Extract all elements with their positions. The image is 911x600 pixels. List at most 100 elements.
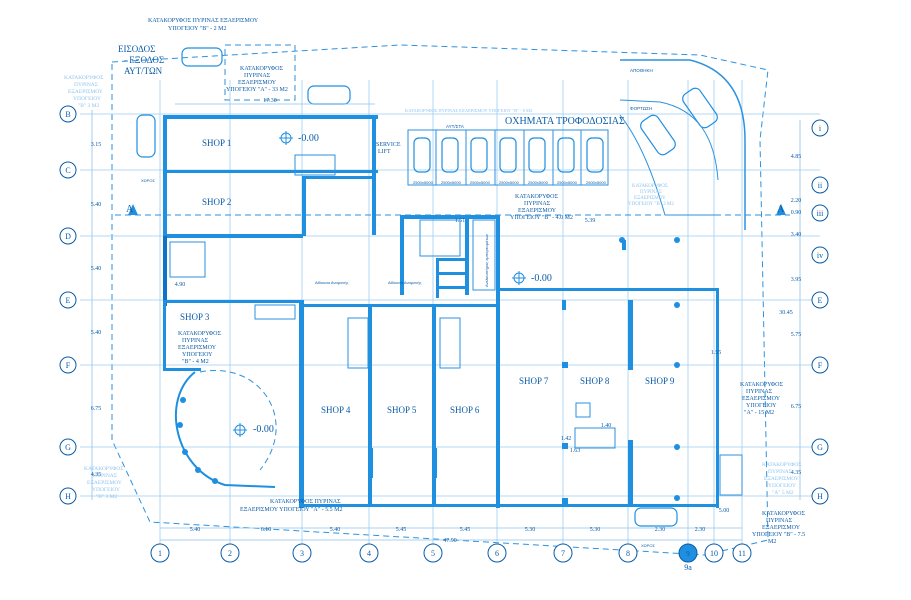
- svg-text:D: D: [65, 232, 71, 241]
- bottom-dimension-labels: 5.40 6.10 5.40 5.45 5.45 5.30 5.30 2.30 …: [190, 527, 706, 544]
- svg-text:1.42: 1.42: [561, 436, 572, 442]
- shaft-bottom-right-3: ΕΞΑΕΡΙΣΜΟΥ: [762, 525, 801, 531]
- svg-text:G: G: [65, 443, 71, 452]
- shaft-entrance-2: ΠΥΡΙΝΑΣ: [244, 73, 271, 79]
- svg-text:47.90: 47.90: [443, 538, 457, 544]
- svg-text:5.40: 5.40: [330, 527, 341, 533]
- shaft-bottom-right-4: ΥΠΟΓΕΙΟΥ "B" - 7.5: [752, 532, 805, 538]
- svg-text:5.30: 5.30: [525, 527, 536, 533]
- svg-text:9a: 9a: [684, 563, 692, 572]
- property-boundary: [111, 44, 769, 556]
- svg-text:5.75: 5.75: [791, 332, 802, 338]
- svg-text:H: H: [65, 492, 71, 501]
- svg-text:2.20: 2.20: [791, 198, 802, 204]
- svg-text:4.35: 4.35: [91, 472, 102, 478]
- shaft-bottom-2: ΕΞΑΕΡΙΣΜΟΥ ΥΠΟΓΕΙΟΥ "A" - 5.5 M2: [240, 507, 342, 513]
- entrance-label-3: ΑΥΤ/ΤΩΝ: [124, 66, 163, 76]
- curved-wall-columns: [177, 397, 218, 484]
- svg-text:4.90: 4.90: [175, 282, 186, 288]
- faint-top-left-2: ΠΥΡΙΝΑΣ: [74, 82, 98, 88]
- svg-text:10: 10: [710, 549, 718, 558]
- faint-top-left-5: "B" 3 M2: [78, 103, 100, 109]
- svg-text:5.45: 5.45: [396, 527, 407, 533]
- svg-text:1: 1: [158, 549, 162, 558]
- shaft-bottom-right-5: M2: [768, 539, 776, 545]
- faint-top-left-1: ΚΑΤΑΚΟΡΥΦΟΣ: [64, 75, 103, 81]
- faint-right-top-3: ΕΞΑΕΡΙΣΜΟΥ: [634, 196, 666, 201]
- shop-2-label: SHOP 2: [202, 197, 231, 207]
- shaft-core-4: ΥΠΟΓΕΙΟΥ "B" - 4.0 M2: [510, 215, 573, 221]
- faint-top-left-3: ΕΞΑΕΡΙΣΜΟΥ: [68, 89, 103, 95]
- ramp-curve: [620, 59, 746, 230]
- svg-text:5.00: 5.00: [719, 508, 730, 514]
- shaft-core-1: ΚΑΤΑΚΟΡΥΦΟΣ: [515, 194, 558, 200]
- shaft-core-3: ΕΞΑΕΡΙΣΜΟΥ: [518, 208, 557, 214]
- car-small-label: ΑΥΤ/ΣΤΑ: [446, 124, 464, 129]
- level-label-3: -0.00: [253, 424, 274, 435]
- svg-text:5.40: 5.40: [91, 330, 102, 336]
- columns-shop-7-9: [619, 237, 680, 501]
- faint-bottom-left-2: ΠΥΡΙΝΑΣ: [93, 473, 117, 479]
- svg-text:6.75: 6.75: [791, 404, 802, 410]
- faint-right-top-2: ΠΥΡΙΝΑΣ: [640, 190, 662, 195]
- shop-9-label: SHOP 9: [645, 376, 675, 386]
- shaft-bottom-right-2: ΠΥΡΙΝΑΣ: [766, 518, 793, 524]
- lobby-1-label: Αίθουσα Αναμονής: [315, 280, 349, 285]
- shaft-right-5: "A" - 15 M2: [744, 410, 774, 416]
- shaft-bottom-1: ΚΑΤΑΚΟΡΥΦΟΣ ΠΥΡΙΝΑΣ: [270, 499, 341, 505]
- shaft-shop3-3: ΕΞΑΕΡΙΣΜΟΥ: [178, 345, 217, 351]
- car-icons: [136, 47, 718, 527]
- section-markers: [115, 204, 790, 216]
- faint-bottom-left-1: ΚΑΤΑΚΟΡΥΦΟΣ: [84, 466, 123, 472]
- svg-text:5.40: 5.40: [190, 527, 201, 533]
- building-walls: [163, 115, 719, 508]
- svg-text:2500x5000: 2500x5000: [413, 180, 434, 185]
- shaft-entrance-3: ΕΞΑΕΡΙΣΜΟΥ: [238, 80, 277, 86]
- service-lift-label-2: LIFT: [378, 149, 391, 155]
- svg-text:9: 9: [686, 550, 690, 558]
- shaft-shop3-4: ΥΠΟΓΕΙΟΥ: [182, 352, 213, 358]
- faint-bottom-right-1: ΚΑΤΑΚΟΡΥΦΟΣ: [762, 462, 801, 468]
- svg-text:E: E: [66, 296, 71, 305]
- svg-text:0.90: 0.90: [791, 210, 802, 216]
- faint-bottom-right-3: ΕΞΑΕΡΙΣΜΟΥ: [764, 476, 799, 482]
- faint-parking-line: ΚΑΤΑΚΟΡΥΦΟΣ ΠΥΡΙΝΑΣ ΕΞΑΕΡΙΣΜΟΥ ΥΠΟΓΕΙΟΥ …: [405, 108, 532, 113]
- faint-bottom-left-3: ΕΞΑΕΡΙΣΜΟΥ: [87, 480, 122, 486]
- svg-text:11: 11: [738, 549, 746, 558]
- faint-bottom-right-2: ΠΥΡΙΝΑΣ: [768, 469, 792, 475]
- svg-text:5: 5: [431, 549, 435, 558]
- shaft-top-2: ΥΠΟΓΕΙΟΥ "B" - 2 M2: [168, 26, 227, 32]
- svg-text:2500x5000: 2500x5000: [470, 180, 491, 185]
- svg-text:3.40: 3.40: [791, 232, 802, 238]
- svg-text:iv: iv: [817, 251, 823, 260]
- svg-text:2.30: 2.30: [695, 527, 706, 533]
- svg-text:5.30: 5.30: [590, 527, 601, 533]
- svg-text:3.95: 3.95: [791, 277, 802, 283]
- shaft-entrance-4: ΥΠΟΓΕΙΟΥ "A" - 33 M2: [226, 87, 288, 93]
- dimension-lines: [91, 103, 801, 541]
- shop-6-label: SHOP 6: [450, 405, 480, 415]
- shaft-entrance-1: ΚΑΤΑΚΟΡΥΦΟΣ: [240, 66, 283, 72]
- svg-text:6.75: 6.75: [91, 406, 102, 412]
- svg-text:C: C: [65, 166, 70, 175]
- shaft-bottom-right-1: ΚΑΤΑΚΟΡΥΦΟΣ: [762, 511, 805, 517]
- faint-bottom-right-5: "A" 5 M2: [772, 490, 794, 496]
- level-label-2: -0.00: [531, 273, 552, 284]
- svg-text:2500x5000: 2500x5000: [586, 180, 607, 185]
- column-axis-bubbles: [150, 543, 752, 563]
- svg-text:3: 3: [300, 549, 304, 558]
- right-dimension-labels: 4.85 2.20 0.90 3.40 3.95 30.45 5.75 6.75…: [779, 154, 801, 476]
- lift-note-label: Ανελκυστήρας εμπορευμάτων: [484, 234, 489, 287]
- faint-right-top-4: ΥΠΟΓΕΙΟΥ "B" 3 M2: [628, 202, 674, 207]
- svg-text:7: 7: [561, 549, 565, 558]
- svg-text:ii: ii: [818, 181, 823, 190]
- svg-text:1.40: 1.40: [601, 423, 612, 429]
- svg-text:F: F: [818, 361, 823, 370]
- shop-1-label: SHOP 1: [202, 138, 231, 148]
- svg-text:1.55: 1.55: [711, 350, 722, 356]
- shaft-top-1: ΚΑΤΑΚΟΡΥΦΟΣ ΠΥΡΙΝΑΣ ΕΞΑΕΡΙΣΜΟΥ: [148, 18, 259, 24]
- shaft-shop3-2: ΠΥΡΙΝΑΣ: [182, 338, 209, 344]
- svg-text:4.85: 4.85: [791, 154, 802, 160]
- level-label-1: -0.00: [298, 133, 319, 144]
